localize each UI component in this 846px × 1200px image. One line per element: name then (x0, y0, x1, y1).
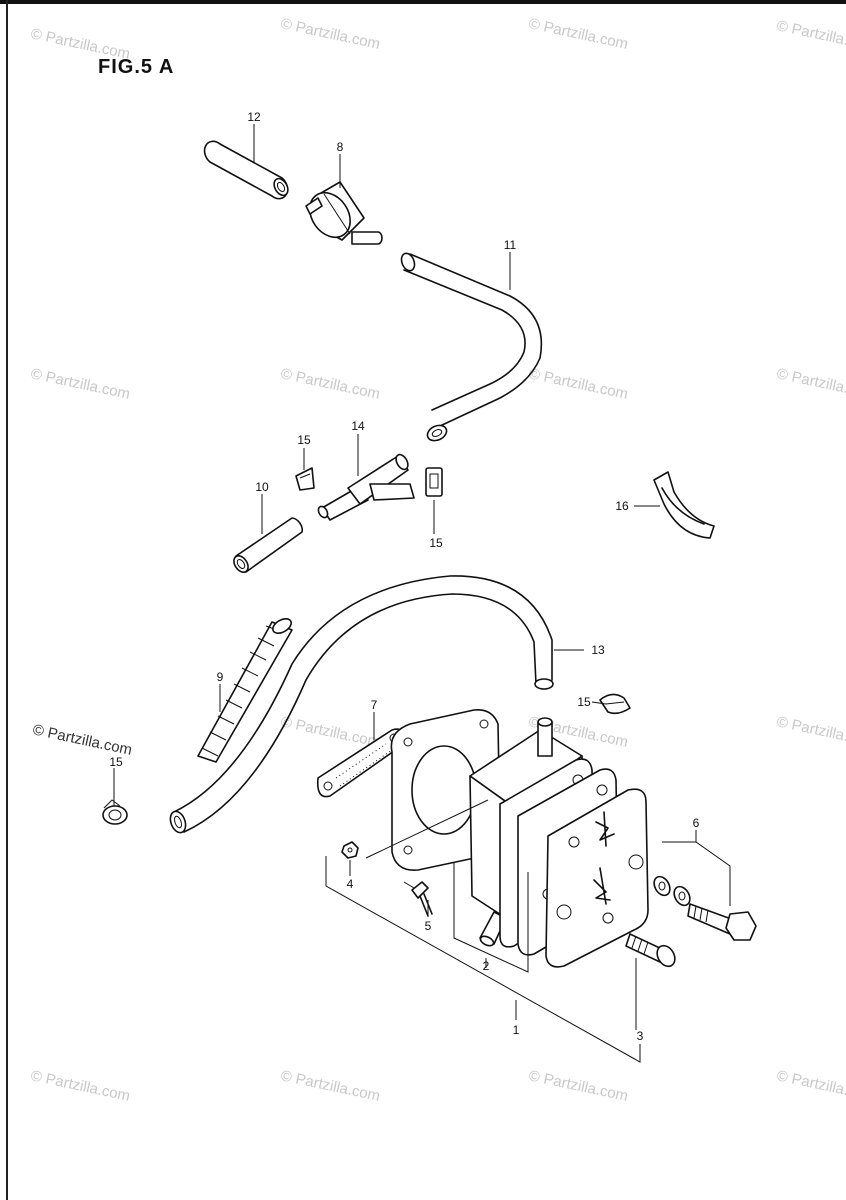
leader-lines (113, 124, 731, 1063)
part-12-hose-short (203, 140, 289, 200)
callout-3: 3 (637, 1029, 644, 1043)
callout-4: 4 (347, 877, 354, 891)
watermark-layer: © Partzilla.com © Partzilla.com © Partzi… (29, 15, 846, 1105)
part-13-long-hose (169, 575, 554, 834)
part-8-fuel-filter (305, 181, 383, 245)
watermark: © Partzilla.com (775, 365, 846, 403)
watermark: © Partzilla.com (527, 1067, 629, 1105)
callout-9: 9 (217, 670, 224, 684)
part-15-hose-clip-b (425, 467, 443, 497)
part-16-clamp (653, 471, 715, 539)
watermark: © Partzilla.com (775, 17, 846, 55)
part-15-hose-clip-d (102, 799, 128, 825)
callout-2: 2 (483, 959, 490, 973)
part-15-hose-clip-a (295, 467, 315, 491)
watermark: © Partzilla.com (29, 1067, 131, 1105)
part-6-bolt-washers (653, 875, 757, 941)
callout-7: 7 (371, 698, 378, 712)
watermark: © Partzilla.com (775, 713, 846, 751)
callout-5: 5 (425, 919, 432, 933)
part-9-spiral-protector (197, 617, 293, 763)
part-5-screw (411, 881, 433, 917)
watermark: © Partzilla.com (29, 365, 131, 403)
top-border (0, 0, 846, 4)
part-15-hose-clip-c (599, 693, 631, 715)
watermark: © Partzilla.com (29, 25, 131, 63)
part-1-fuel-pump-assembly (390, 708, 649, 968)
callout-6: 6 (693, 816, 700, 830)
callout-15: 15 (429, 536, 443, 550)
callout-12: 12 (247, 110, 261, 124)
callout-1: 1 (513, 1023, 520, 1037)
watermark: © Partzilla.com (775, 1067, 846, 1105)
part-10-straight-hose (233, 517, 304, 573)
callout-15: 15 (109, 755, 123, 769)
callout-10: 10 (255, 480, 269, 494)
watermark: © Partzilla.com (279, 1067, 381, 1105)
callout-15: 15 (577, 695, 591, 709)
part-11-bent-hose (400, 252, 543, 442)
callout-labels: 12 8 11 15 14 10 15 16 13 15 9 7 15 4 5 … (109, 110, 699, 1043)
watermark: © Partzilla.com (527, 15, 629, 53)
left-border (6, 0, 8, 1200)
callout-16: 16 (615, 499, 629, 513)
callout-11: 11 (504, 238, 517, 252)
watermark: © Partzilla.com (527, 365, 629, 403)
callout-8: 8 (337, 140, 344, 154)
watermark: © Partzilla.com (31, 721, 133, 759)
callout-14: 14 (351, 419, 365, 433)
watermark: © Partzilla.com (279, 15, 381, 53)
callout-15: 15 (297, 433, 311, 447)
part-14-t-joint (317, 453, 415, 521)
callout-13: 13 (591, 643, 605, 657)
part-4-nut (341, 841, 359, 859)
watermark: © Partzilla.com (279, 365, 381, 403)
watermark: © Partzilla.com (279, 713, 381, 751)
part-3-screw (625, 933, 676, 968)
figure-title: FIG.5 A (98, 56, 175, 78)
